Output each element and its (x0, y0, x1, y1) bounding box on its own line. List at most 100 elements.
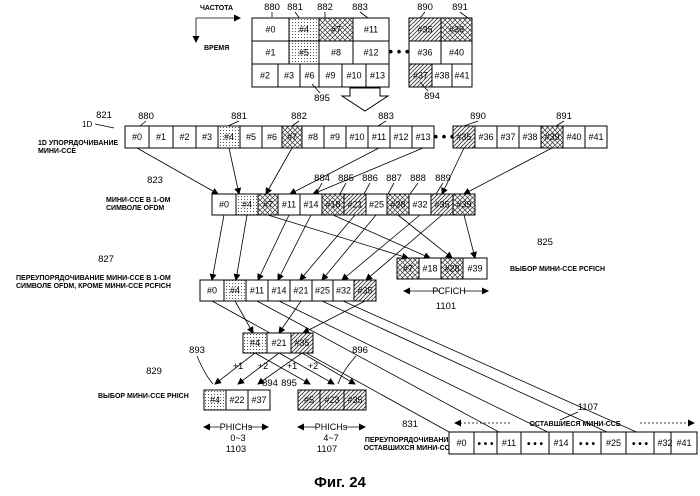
ofdm-ref-labels: 884 885 886 887 888 889 (314, 173, 451, 184)
offset-label: +2 (258, 361, 268, 371)
ref-891: 891 (556, 111, 572, 122)
ref-893: 893 (189, 345, 205, 356)
ref-887: 887 (386, 173, 402, 184)
label-remaining-line1: ПЕРЕУПОРЯДОЧИВАНИЕ (365, 437, 454, 444)
cell-1d: #12 (393, 132, 408, 142)
tag-1d: 1D (82, 120, 92, 129)
ref-880: 880 (264, 2, 280, 13)
ref-883: 883 (352, 2, 368, 13)
cell-phich-sel: #35 (294, 338, 309, 348)
grid-cell-label: #36 (417, 48, 432, 58)
phich-range-b: 4~7 (323, 433, 338, 443)
cell-1d: #4 (224, 132, 234, 142)
phichs-b-label: PHICHs (315, 422, 348, 432)
down-block-arrow (342, 88, 388, 111)
phich-group-a: #4 #22 #37 (204, 390, 270, 410)
cell-remaining: #32 (657, 438, 672, 448)
cell-ofdm: #35 (434, 200, 449, 210)
remaining-name: ОСТАВШИЕСЯ МИНИ-CCE (529, 421, 620, 428)
cell-1d: #38 (522, 132, 537, 142)
ofdm-sequence: #0 #4 #7 #11 #14 #18 #21 #25 #28 #32 #35… (212, 194, 475, 215)
reorder-sequence: #0 #4 #11 #14 #21 #25 #32 #35 (200, 280, 376, 301)
ref-895: 895 (281, 378, 297, 389)
ref-891: 891 (452, 2, 468, 13)
arrows-1d-to-ofdm (137, 148, 552, 194)
label-ofdm-line1: МИНИ-CCE В 1-ОМ (106, 197, 171, 204)
ref-1107: 1107 (578, 402, 598, 413)
grid-ref-labels: 880 881 882 883 890 891 (264, 2, 468, 13)
cell-ofdm: #28 (390, 200, 405, 210)
grid-cell-label: #11 (364, 25, 378, 35)
grid-cell-label: #37 (413, 71, 428, 81)
phich-range-a: 0~3 (230, 433, 245, 443)
cell-1d: #40 (566, 132, 581, 142)
cell-reorder: #14 (271, 286, 286, 296)
grid-cell-label: #0 (265, 25, 275, 35)
label-pcfich-select: ВЫБОР МИНИ-CCE PCFICH (510, 266, 605, 273)
ref-884: 884 (314, 173, 330, 184)
cell-1d: #0 (132, 132, 142, 142)
ref-821: 821 (96, 110, 112, 121)
cell-pcfich: #28 (444, 264, 459, 274)
cell-phich-a: #4 (210, 395, 220, 405)
cell-1d: #9 (330, 132, 340, 142)
ref-889: 889 (435, 173, 451, 184)
cell-phich-sel: #21 (271, 338, 286, 348)
cell-1d: #36 (478, 132, 493, 142)
cell-reorder: #25 (315, 286, 330, 296)
frequency-label: ЧАСТОТА (200, 5, 233, 12)
label-1d-line1: 1D УПОРЯДОЧИВАНИЕ (38, 140, 118, 147)
cell-ofdm: #39 (456, 200, 471, 210)
grid-cell-label: #5 (299, 48, 309, 58)
ref-1103: 1103 (226, 444, 246, 455)
arrows-reorder-to-next (212, 301, 650, 438)
cell-1d: #37 (500, 132, 515, 142)
ref-1101: 1101 (436, 301, 456, 312)
grid-cell-label: #7 (331, 25, 341, 35)
sequence-1d-b: #35 #36 #37 #38 #39 #40 #41 (453, 126, 607, 148)
cell-1d: #39 (544, 132, 559, 142)
ref-831: 831 (402, 419, 418, 430)
cell-ofdm: #14 (303, 200, 318, 210)
phich-group-b: #5 #23 #35 (298, 390, 366, 410)
cell-1d: #13 (415, 132, 430, 142)
cell-remaining: #11 (502, 438, 516, 448)
grid-cell-label: #10 (346, 71, 361, 81)
grid-cell-label: #35 (417, 25, 432, 35)
cell-ofdm: #0 (219, 200, 229, 210)
grid-cell-label: #3 (284, 71, 294, 81)
cell-reorder: #4 (230, 286, 240, 296)
grid-row-3: #2 #3 #6 #9 #10 #13 #37 #38 #41 (252, 64, 472, 87)
ref-896: 896 (352, 345, 368, 356)
remaining-ellipsis: • • • (527, 439, 544, 450)
ref-881: 881 (231, 111, 247, 122)
cell-phich-b: #5 (304, 395, 314, 405)
cell-ofdm: #21 (347, 200, 362, 210)
cell-1d: #11 (372, 132, 386, 142)
offset-label: +1 (233, 361, 243, 371)
cell-phich-sel: #4 (250, 338, 260, 348)
cell-remaining: #0 (456, 438, 466, 448)
ref-881: 881 (287, 2, 303, 13)
ref-882: 882 (317, 2, 333, 13)
ref-890: 890 (417, 2, 433, 13)
cell-ofdm: #4 (242, 200, 252, 210)
ref-886: 886 (362, 173, 378, 184)
cell-ofdm: #7 (263, 200, 273, 210)
cell-ofdm: #32 (412, 200, 427, 210)
ref-825: 825 (537, 237, 553, 248)
cell-1d: #7 (287, 132, 297, 142)
ref-894: 894 (262, 378, 278, 389)
label-reorder-line1: ПЕРЕУПОРЯДОЧИВАНИЕ МИНИ-CCE В 1-ОМ (16, 275, 171, 282)
cell-reorder: #0 (207, 286, 217, 296)
grid-ellipsis: • • • (389, 44, 410, 59)
grid-cell-label: #12 (363, 48, 378, 58)
grid-cell-label: #6 (304, 71, 314, 81)
ref-1107b: 1107 (317, 444, 337, 455)
cell-phich-a: #22 (229, 395, 244, 405)
grid-cell-label: #39 (449, 25, 464, 35)
remaining-ellipsis: • • • (632, 439, 649, 450)
remaining-sequence: #0 #11 #14 #25 #32 #41 • • • • • • • • •… (449, 432, 697, 454)
cell-1d: #10 (349, 132, 364, 142)
